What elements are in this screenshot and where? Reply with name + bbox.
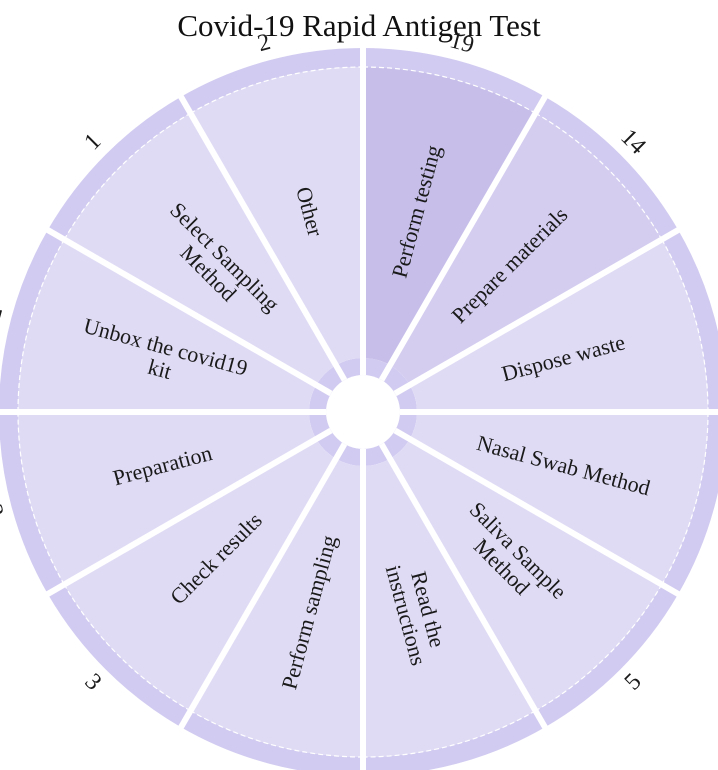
segment-band-nasal-swab-method — [661, 412, 718, 594]
segment-dash-other — [190, 66, 364, 114]
segment-saliva-sample-method — [390, 439, 662, 711]
segment-band-read-the-instructions — [363, 710, 545, 770]
segment-band-perform-testing — [363, 48, 545, 114]
segment-divider — [378, 442, 549, 731]
chart-title: Covid-19 Rapid Antigen Test — [177, 8, 541, 43]
segment-dash-check-results — [63, 584, 191, 712]
segment-divider — [44, 427, 333, 598]
value-label-prepare-materials: 14 — [615, 124, 650, 159]
segment-nasal-swab-method — [409, 412, 708, 585]
segment-band-other — [181, 48, 363, 114]
value-label-other: 2 — [255, 29, 273, 57]
segment-divider — [44, 226, 333, 397]
value-label-unbox-the-covid19-kit: 2 — [0, 304, 8, 322]
segment-perform-sampling — [190, 458, 363, 757]
segment-dash-read-the-instructions — [362, 710, 536, 758]
segment-unbox-the-covid19-kit — [18, 239, 317, 412]
segment-other — [190, 67, 363, 366]
value-label-read-the-instructions: 3 — [453, 767, 471, 770]
segment-divider — [393, 427, 682, 598]
segment-divider — [177, 93, 348, 382]
segment-band-unbox-the-covid19-kit — [0, 230, 65, 412]
segment-band-preparation — [0, 412, 65, 594]
value-label-check-results: 3 — [79, 669, 106, 696]
segments-layer — [0, 48, 718, 770]
segment-band-perform-sampling — [181, 710, 363, 770]
segment-dash-nasal-swab-method — [661, 411, 709, 585]
dividers-layer — [0, 46, 718, 770]
segment-dash-perform-testing — [362, 66, 536, 114]
value-label-preparation: 2 — [0, 502, 8, 520]
segment-dash-saliva-sample-method — [535, 584, 663, 712]
segment-band-select-sampling-method — [47, 96, 191, 240]
segment-prepare-materials — [390, 113, 662, 385]
segment-divider — [393, 226, 682, 397]
segment-dash-dispose-waste — [661, 239, 709, 413]
segment-dash-prepare-materials — [535, 112, 663, 240]
value-label-perform-sampling: 3 — [255, 767, 273, 770]
segment-check-results — [64, 439, 336, 711]
segment-dash-select-sampling-method — [63, 112, 191, 240]
segment-divider — [378, 93, 549, 382]
value-label-perform-testing: 19 — [447, 27, 477, 58]
segment-divider — [177, 442, 348, 731]
segment-read-the-instructions — [363, 458, 536, 757]
segment-dispose-waste — [409, 239, 708, 412]
value-label-saliva-sample-method: 5 — [620, 669, 647, 696]
segment-band-prepare-materials — [535, 96, 679, 240]
center-hole — [326, 375, 400, 449]
segment-dash-perform-sampling — [190, 710, 364, 758]
segment-preparation — [18, 412, 317, 585]
segment-select-sampling-method — [64, 113, 336, 385]
value-label-select-sampling-method: 1 — [79, 128, 106, 155]
segment-dash-unbox-the-covid19-kit — [17, 239, 65, 413]
segment-perform-testing — [363, 67, 536, 366]
segment-dash-preparation — [17, 411, 65, 585]
segment-band-saliva-sample-method — [535, 584, 679, 728]
segment-band-check-results — [47, 584, 191, 728]
segment-band-dispose-waste — [661, 230, 718, 412]
